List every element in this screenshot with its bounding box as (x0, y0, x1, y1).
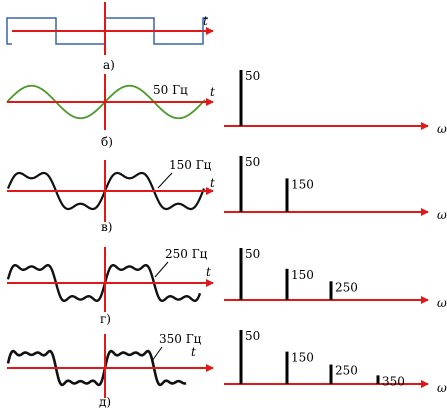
frequency-pointer-arrow (154, 261, 169, 278)
harmonic-sum-wave (6, 349, 187, 387)
frequency-axis-label: ω (437, 122, 447, 136)
spectral-line-label: 150 (291, 351, 314, 365)
time-axis-label: t (206, 265, 211, 279)
spectral-line-label: 150 (291, 177, 314, 191)
time-axis-label: t (210, 176, 215, 190)
spectral-line-label: 350 (382, 374, 405, 388)
row-caption: г) (100, 312, 111, 326)
row-caption: а) (103, 58, 115, 72)
frequency-label: 350 Гц (159, 332, 202, 346)
frequency-axis-label: ω (437, 381, 447, 395)
spectral-line-label: 50 (245, 247, 260, 261)
row-g: t 250 Гц г) ω 50 150 250 (6, 247, 447, 326)
spectrum: 50 150 250 350 (239, 329, 405, 388)
time-axis-label: t (210, 85, 215, 99)
frequency-axis-label: ω (437, 296, 447, 310)
spectrum: 50 (239, 69, 260, 126)
spectral-line-label: 150 (291, 268, 314, 282)
spectrum: 50 150 (239, 155, 314, 212)
row-caption: в) (101, 220, 112, 234)
spectral-line-label: 250 (335, 280, 358, 294)
row-caption: д) (99, 395, 111, 409)
frequency-pointer-arrow (151, 346, 163, 362)
frequency-axis-label: ω (437, 208, 447, 222)
spectral-line-label: 50 (245, 155, 260, 169)
time-axis-label: t (191, 345, 196, 359)
row-d: t 350 Гц д) ω 50 150 250 350 (6, 329, 447, 409)
row-a: t а) (6, 2, 214, 72)
frequency-label: 50 Гц (153, 83, 188, 97)
row-caption: б) (101, 135, 113, 149)
row-b: t 50 Гц б) ω 50 (6, 69, 447, 149)
row-v: t 150 Гц в) ω 50 150 (6, 155, 447, 234)
spectral-line-label: 50 (245, 329, 260, 343)
frequency-label: 250 Гц (165, 247, 208, 261)
spectrum: 50 150 250 (239, 247, 358, 300)
frequency-label: 150 Гц (169, 158, 212, 172)
spectral-line-label: 50 (245, 69, 260, 83)
frequency-pointer-arrow (157, 172, 173, 189)
spectral-line-label: 250 (335, 364, 358, 378)
time-axis-label: t (203, 14, 208, 28)
